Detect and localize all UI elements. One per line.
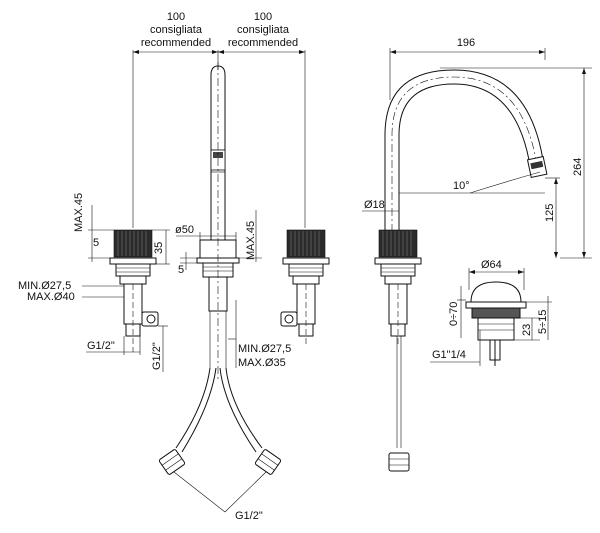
dim-text: MIN.Ø27,5 <box>238 343 291 355</box>
dim-text: MAX.Ø35 <box>238 357 286 369</box>
popup-waste: Ø64 0÷70 23 5÷15 G1"1/4 <box>430 259 552 366</box>
dim-text: 5 <box>93 237 99 249</box>
arrow-icon <box>299 50 305 54</box>
dim-text: MAX.45 <box>245 221 257 260</box>
knurled-knob-icon <box>286 229 326 258</box>
deck-plate <box>109 257 157 265</box>
dim-text: recommended <box>228 37 298 49</box>
arrow-icon <box>218 50 224 54</box>
hose-right <box>225 367 263 449</box>
dim-text: 100 <box>167 11 185 23</box>
dim-text: 5÷15 <box>537 310 549 334</box>
hose-left <box>175 367 211 449</box>
dim-text: G1"1/4 <box>432 349 466 361</box>
dim-text: MIN.Ø27,5 <box>18 280 71 292</box>
dim-text: 125 <box>544 204 556 222</box>
drain-flange <box>465 301 527 309</box>
top-dimension-group: 100 consigliata recommended 100 consigli… <box>132 11 306 228</box>
dim-text: MAX.Ø40 <box>27 291 75 303</box>
dim-text: 196 <box>457 37 475 49</box>
hose-connector-side <box>388 452 410 472</box>
dim-text: G1/2" <box>87 340 115 352</box>
outlet-circle-icon <box>146 314 156 324</box>
knurled-knob-icon <box>378 229 418 258</box>
arrow-icon <box>133 50 139 54</box>
valve-nut <box>119 275 147 285</box>
dim-text: 100 <box>254 11 272 23</box>
gooseneck-inner <box>398 83 530 232</box>
gooseneck-outer <box>384 69 544 232</box>
drain-thread <box>471 307 521 319</box>
drain-cap-icon <box>470 281 522 303</box>
center-spout-front: ø50 MAX.45 5 MIN.Ø27,5 MAX.Ø35 G1/2" <box>158 62 291 522</box>
drain-body <box>477 317 515 341</box>
dim-text: Ø18 <box>364 199 385 211</box>
dim-text: Ø64 <box>481 259 502 271</box>
side-outlet <box>280 311 298 327</box>
knurled-knob-icon <box>113 229 153 258</box>
hose-connector-right <box>254 449 282 475</box>
hose-connector-left <box>158 449 186 475</box>
side-outlet <box>141 311 159 327</box>
valve-body <box>115 263 151 277</box>
outlet-circle-icon <box>284 314 294 324</box>
dim-text: 0÷70 <box>448 302 460 326</box>
dim-text: 5 <box>178 264 184 276</box>
dim-text: ø50 <box>175 224 194 236</box>
dim-text: G1/2" <box>151 342 163 370</box>
dim-text: consigliata <box>237 24 290 36</box>
dim-text: 23 <box>521 324 533 336</box>
dim-text: MAX.45 <box>73 193 85 232</box>
arrow-icon <box>212 50 218 54</box>
left-handle-valve: MAX.45 5 35 MIN.Ø27,5 MAX.Ø40 G1/2" G1/2… <box>18 193 170 372</box>
dim-text: recommended <box>141 37 211 49</box>
aerator-tip-icon <box>526 155 548 179</box>
right-handle-valve <box>280 229 330 345</box>
dim-text: G1/2" <box>235 510 263 522</box>
side-view: 196 264 10° Ø18 125 <box>362 37 592 472</box>
dim-text: 35 <box>153 242 165 254</box>
dim-text: 10° <box>453 180 470 192</box>
dim-text: 264 <box>572 158 584 176</box>
dim-text: consigliata <box>150 24 203 36</box>
